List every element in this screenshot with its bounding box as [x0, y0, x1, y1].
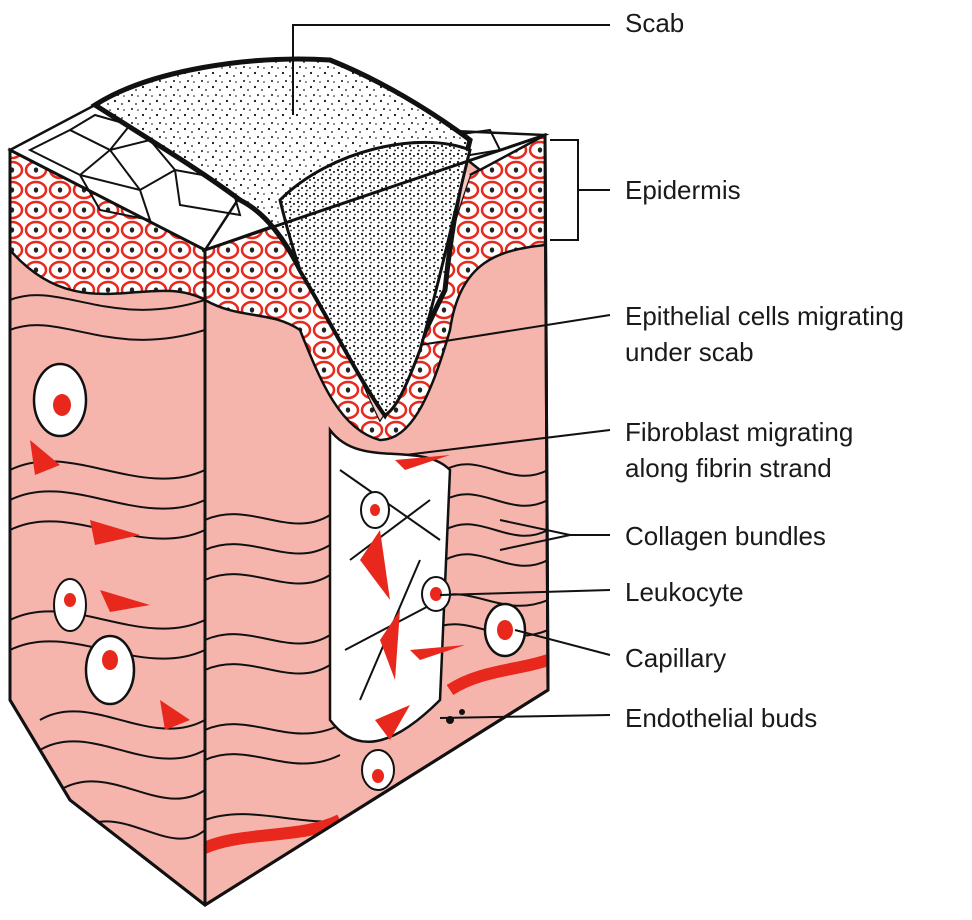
label-endothelial-buds: Endothelial buds [625, 700, 817, 736]
label-collagen-bundles: Collagen bundles [625, 518, 826, 554]
label-scab: Scab [625, 5, 684, 41]
label-epithelial-cells-line-2: under scab [625, 334, 754, 370]
label-capillary: Capillary [625, 640, 726, 676]
label-fibroblast-line-2: along fibrin strand [625, 450, 832, 486]
label-fibroblast-line-1: Fibroblast migrating [625, 414, 853, 450]
label-epidermis: Epidermis [625, 172, 741, 208]
label-leukocyte: Leukocyte [625, 574, 744, 610]
tissue-block [10, 59, 548, 905]
label-epithelial-cells-line-1: Epithelial cells migrating [625, 298, 904, 334]
epidermis-bracket [550, 140, 578, 240]
